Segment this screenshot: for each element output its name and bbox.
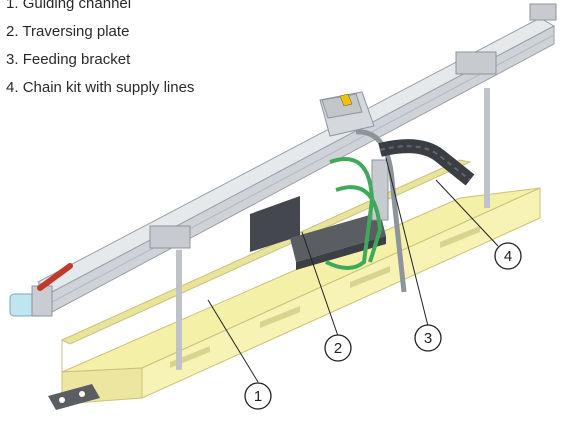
callout-2: 2 <box>324 334 352 362</box>
svg-text:2: 2 <box>334 340 342 357</box>
traversing-plate <box>250 196 386 270</box>
svg-text:3: 3 <box>424 330 432 347</box>
hanger-brackets <box>149 3 557 370</box>
supply-cables <box>325 157 383 270</box>
legend-item-4: 4. Chain kit with supply lines <box>6 79 195 96</box>
legend: 1. Guiding channel 2. Traversing plate 3… <box>6 0 194 102</box>
callouts: 1 2 3 4 <box>207 157 522 410</box>
legend-item-3: 3. Feeding bracket <box>6 51 131 68</box>
callout-1: 1 <box>244 382 272 410</box>
svg-text:1: 1 <box>254 388 262 405</box>
valve <box>9 263 73 317</box>
guiding-channel <box>48 159 541 410</box>
chain-kit <box>378 139 475 186</box>
svg-text:4: 4 <box>504 248 512 265</box>
legend-item-1: 1. Guiding channel <box>6 0 132 12</box>
legend-item-2: 2. Traversing plate <box>6 23 130 40</box>
carriage <box>319 91 375 137</box>
callout-3: 3 <box>414 324 442 352</box>
callout-4: 4 <box>494 242 522 270</box>
